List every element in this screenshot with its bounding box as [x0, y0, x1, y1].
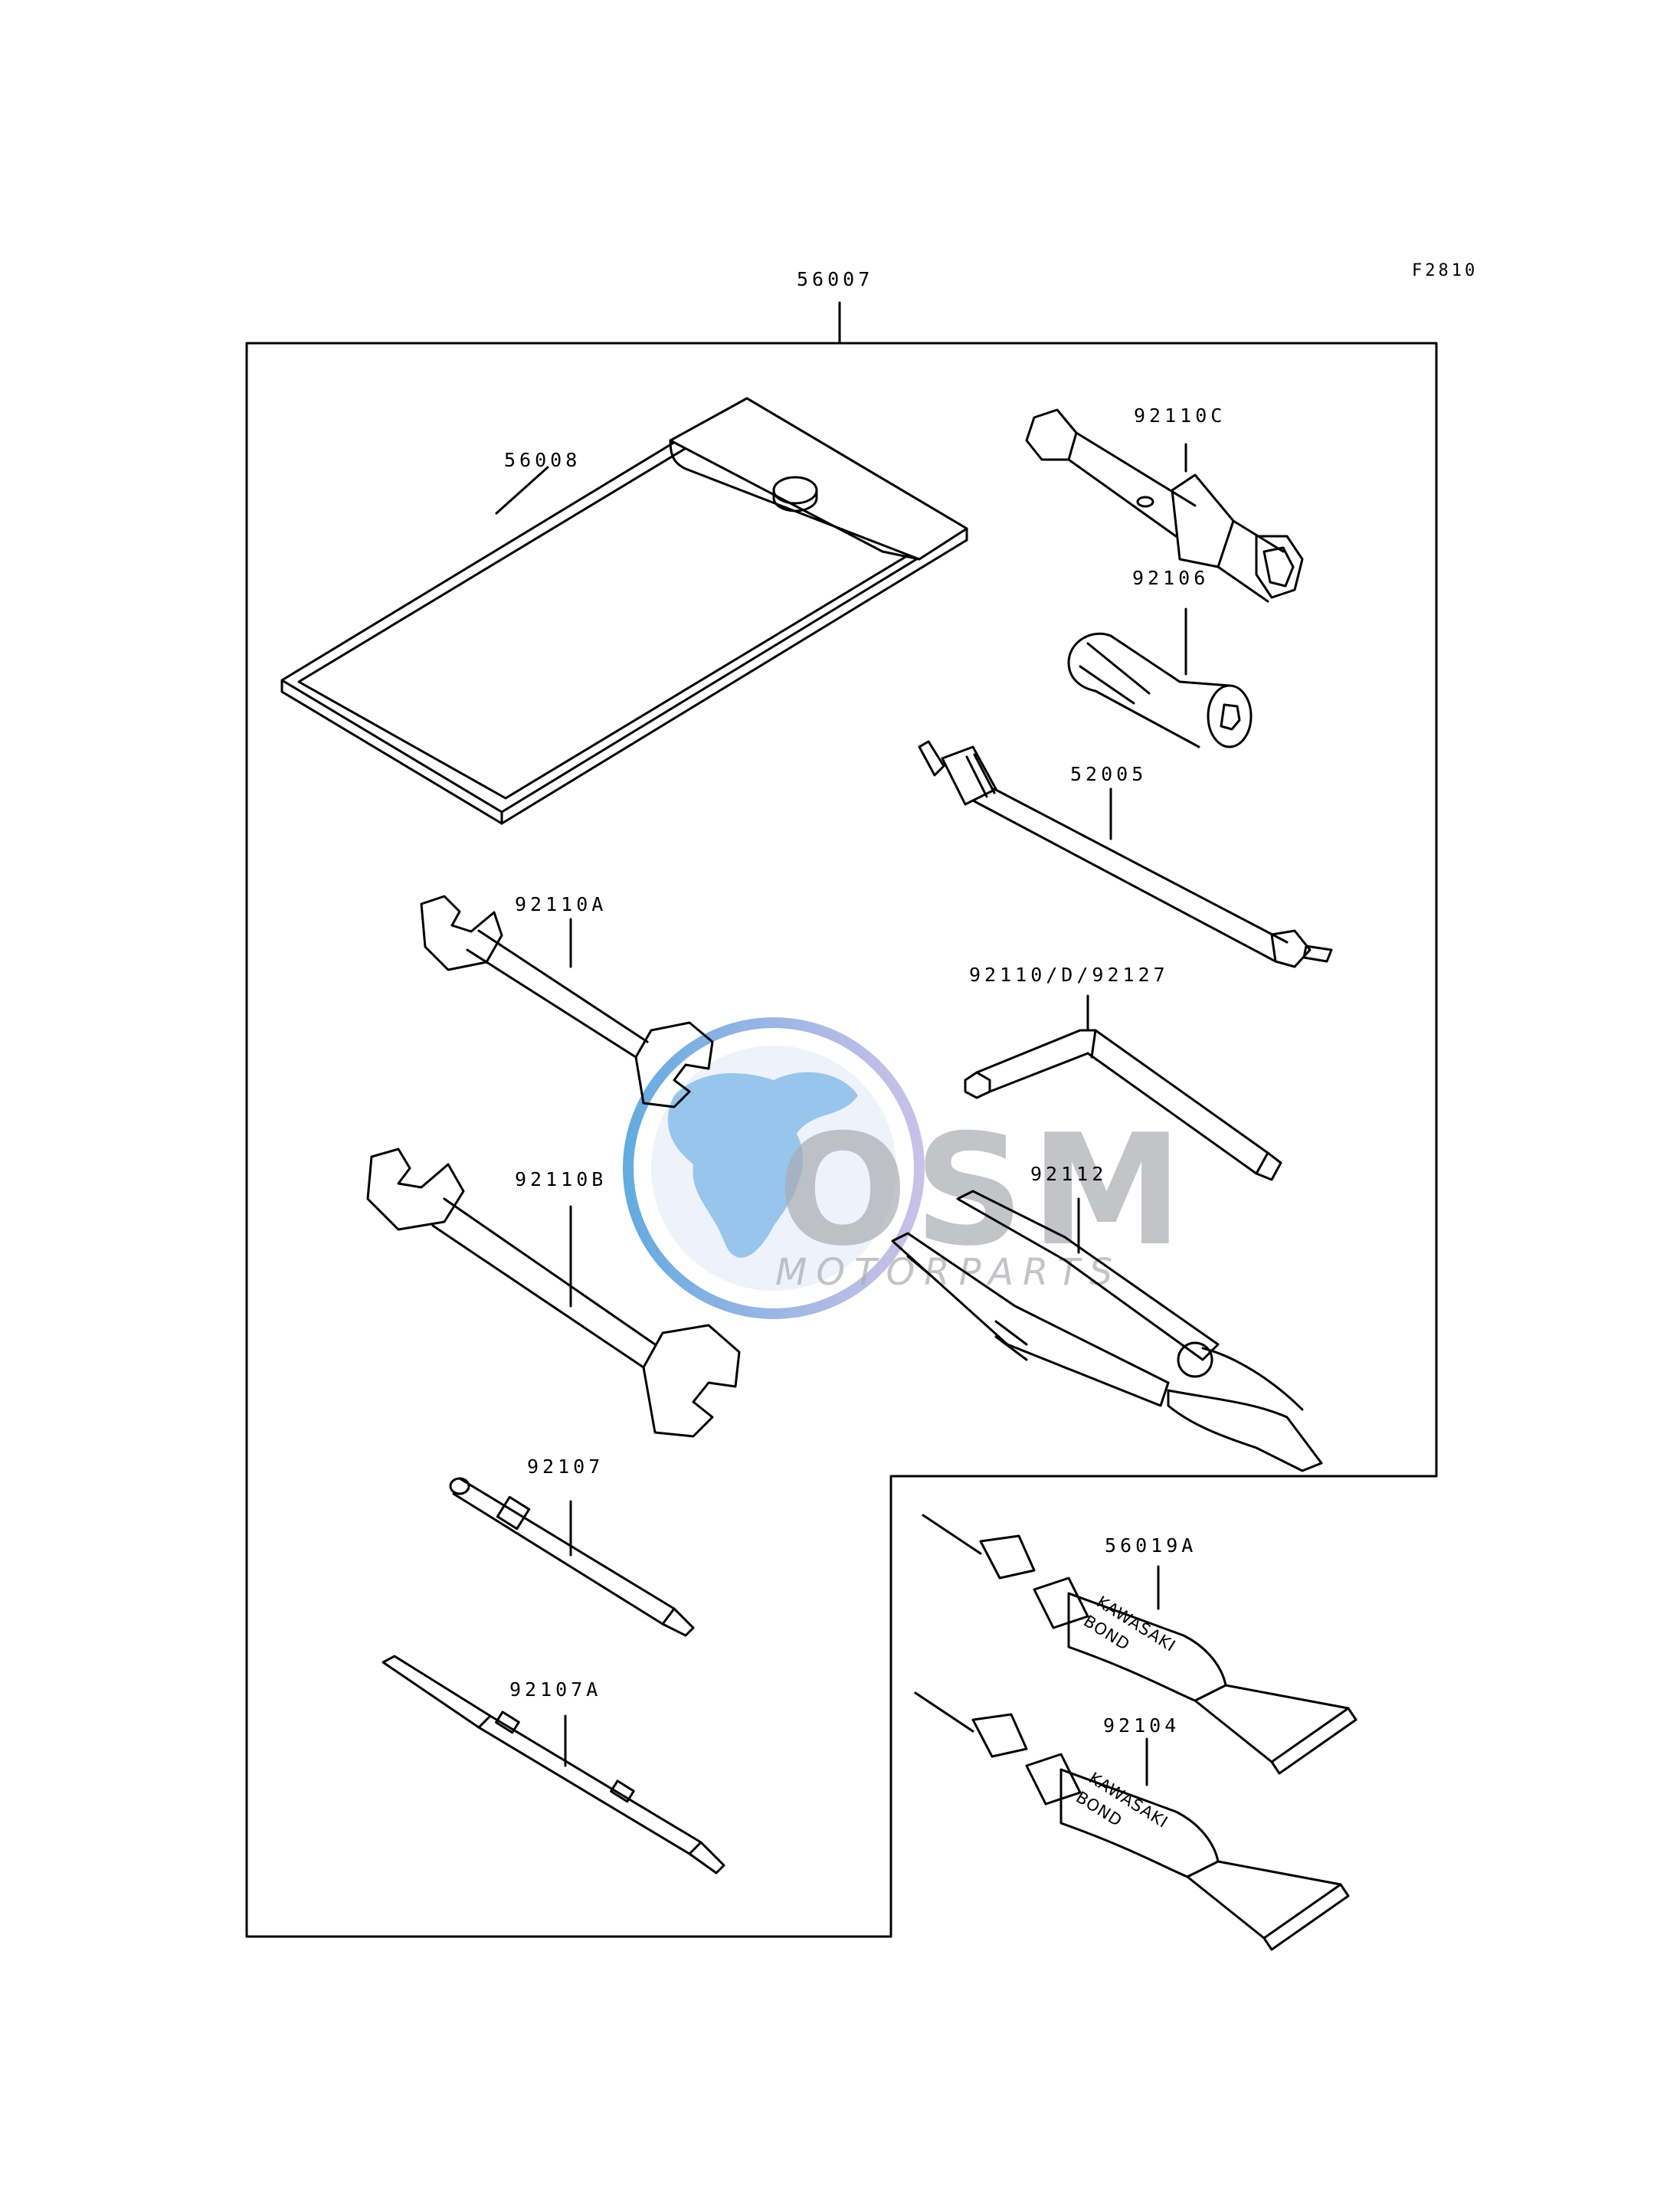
hex-key-icon — [964, 994, 1282, 1181]
label-handle: 92106 — [1132, 567, 1210, 589]
label-gauge: 52005 — [1070, 763, 1148, 785]
kit-bracket — [245, 301, 1438, 1938]
double-screwdriver-icon — [382, 1655, 725, 1874]
pliers-icon — [891, 1190, 1323, 1472]
tool-pouch-icon — [280, 397, 968, 825]
watermark-tagline: MOTORPARTS — [775, 1251, 1122, 1294]
handle-icon — [1067, 607, 1253, 748]
box-wrench-icon — [1025, 408, 1304, 603]
label-box-wrench: 92110C — [1134, 404, 1226, 427]
screwdriver-icon — [449, 1477, 695, 1637]
label-bond-a: 56019A — [1105, 1534, 1197, 1557]
gauge-tool-icon — [918, 740, 1333, 968]
label-pouch: 56008 — [504, 449, 581, 471]
label-hex-key: 92110/D/92127 — [969, 964, 1169, 986]
label-wrench-a: 92110A — [515, 893, 607, 915]
open-wrench-small-icon — [420, 895, 714, 1108]
label-kit: 56007 — [797, 268, 874, 290]
label-bond-b: 92104 — [1103, 1714, 1181, 1737]
watermark-logo: OSM — [778, 1102, 1190, 1280]
label-screwdriver: 92107 — [527, 1455, 604, 1478]
open-wrench-large-icon — [366, 1148, 741, 1438]
label-pliers: 92112 — [1030, 1163, 1108, 1185]
diagram-code: F2810 — [1412, 261, 1479, 280]
label-wrench-b: 92110B — [515, 1168, 607, 1190]
label-screwdriver-a: 92107A — [509, 1678, 602, 1701]
